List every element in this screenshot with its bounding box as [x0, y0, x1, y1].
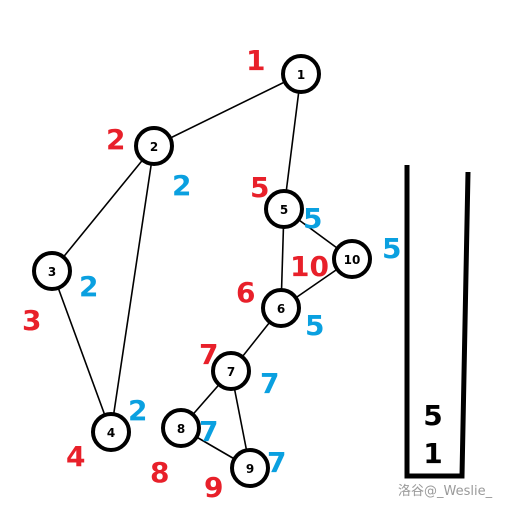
edge-1-5 — [283, 73, 302, 210]
edge-1-2 — [153, 73, 302, 147]
blue-label-node-8: 7 — [199, 415, 218, 448]
red-label-node-6: 6 — [236, 276, 255, 309]
blue-label-node-7: 7 — [260, 367, 279, 400]
blue-label-node-5: 5 — [303, 202, 322, 235]
red-label-node-7: 7 — [199, 338, 218, 371]
red-label-node-3: 3 — [22, 304, 41, 337]
red-label-node-2: 2 — [106, 123, 125, 156]
edge-3-4 — [51, 270, 112, 433]
node-9: 9 — [230, 448, 270, 488]
red-label-node-4: 4 — [66, 440, 85, 473]
node-circle-6 — [261, 288, 301, 328]
blue-label-node-9: 7 — [267, 446, 286, 479]
stack-container — [404, 165, 471, 479]
edge-2-4 — [110, 145, 155, 433]
node-8: 8 — [161, 408, 201, 448]
edge-2-3 — [51, 145, 155, 272]
red-label-node-10: 10 — [290, 250, 329, 283]
stack-item-bottom: 1 — [423, 437, 442, 470]
node-circle-10 — [332, 239, 372, 279]
red-labels-layer: 1 2 3 4 5 6 7 8 9 10 — [22, 44, 329, 504]
node-7: 7 — [211, 351, 251, 391]
blue-labels-layer: 2 2 2 5 5 5 7 7 7 — [79, 169, 401, 479]
node-4: 4 — [91, 412, 131, 452]
node-label-8: 8 — [177, 422, 185, 436]
node-label-7: 7 — [227, 365, 235, 379]
node-circle-8 — [161, 408, 201, 448]
node-circle-3 — [32, 251, 72, 291]
blue-label-node-4: 2 — [128, 394, 147, 427]
red-label-node-1: 1 — [246, 44, 265, 77]
blue-label-node-10: 5 — [382, 232, 401, 265]
node-label-5: 5 — [280, 203, 288, 217]
node-3: 3 — [32, 251, 72, 291]
node-label-1: 1 — [297, 68, 305, 82]
stack-item-top: 5 — [423, 399, 442, 432]
blue-label-node-2: 2 — [172, 169, 191, 202]
node-circle-7 — [211, 351, 251, 391]
node-circle-4 — [91, 412, 131, 452]
blue-label-node-6: 5 — [305, 309, 324, 342]
blue-label-node-3: 2 — [79, 270, 98, 303]
node-2: 2 — [134, 126, 174, 166]
node-1: 1 — [281, 54, 321, 94]
node-label-3: 3 — [48, 265, 56, 279]
red-label-node-5: 5 — [250, 171, 269, 204]
watermark: 洛谷@_Weslie_ — [398, 484, 493, 499]
node-label-9: 9 — [246, 462, 254, 476]
node-label-10: 10 — [344, 253, 361, 267]
node-10: 10 — [332, 239, 372, 279]
stack: 5 1 — [404, 165, 471, 479]
red-label-node-8: 8 — [150, 456, 169, 489]
node-label-4: 4 — [107, 426, 115, 440]
node-6: 6 — [261, 288, 301, 328]
node-circle-5 — [264, 189, 304, 229]
node-5: 5 — [264, 189, 304, 229]
node-label-2: 2 — [150, 140, 158, 154]
red-label-node-9: 9 — [204, 471, 223, 504]
node-circle-9 — [230, 448, 270, 488]
node-label-6: 6 — [277, 302, 285, 316]
node-circle-2 — [134, 126, 174, 166]
node-circle-1 — [281, 54, 321, 94]
